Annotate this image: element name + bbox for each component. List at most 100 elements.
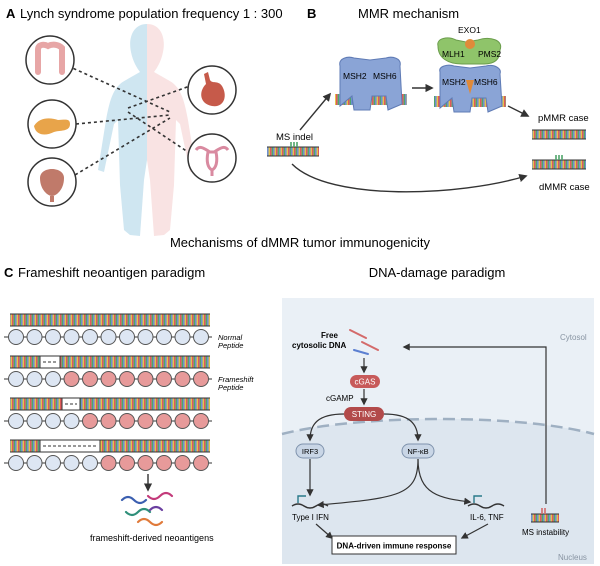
pmmr-case-label: pMMR case (538, 113, 589, 124)
peptide-bead (8, 329, 24, 345)
peptide-bead (137, 413, 154, 429)
ms-instability-feedback-arrow (402, 343, 547, 504)
peptide-bead (26, 371, 43, 387)
cgas-node (350, 375, 380, 388)
panel-b: B MMR mechanism MS indel MSH2 MSH6 EXO1 … (267, 6, 590, 193)
peptide-bead (63, 413, 80, 429)
msh2-label-2: MSH2 (442, 77, 466, 87)
mlh1-pms2-exo1-complex: EXO1 MLH1 PMS2 MSH2 MSH6 (434, 25, 506, 113)
cytosol-label: Cytosol (560, 333, 587, 342)
sting-label: STING (352, 410, 376, 419)
panel-a: A Lynch syndrome population frequency 1 … (6, 6, 283, 236)
peptide-bead (100, 371, 117, 387)
stomach-circle (187, 65, 237, 115)
peptide-bead (156, 371, 172, 387)
irf3-label: IRF3 (302, 447, 318, 456)
peptide-bead (45, 455, 61, 471)
uterus-icon (194, 145, 230, 176)
panel-c-letter: C (4, 265, 14, 280)
peptide-bead (137, 455, 154, 471)
peptide-bead (156, 413, 172, 429)
dmmr-dna (532, 160, 586, 169)
irf3-node (295, 443, 325, 459)
peptide-bead (119, 455, 135, 471)
dmmr-case-label: dMMR case (539, 182, 590, 193)
peptide-bead (193, 413, 209, 429)
neoantigen-squiggles-icon (120, 491, 174, 527)
human-silhouette-icon (98, 24, 196, 236)
peptide-bead (119, 413, 135, 429)
msh6-label-2: MSH6 (474, 77, 498, 87)
immune-response-label: DNA-driven immune response (337, 542, 452, 551)
peptide-bead (137, 329, 154, 345)
peptide-bead (137, 371, 154, 387)
peptide-bead (26, 455, 43, 471)
nucleus-label: Nucleus (558, 553, 587, 562)
normal-peptide-label-2: Peptide (218, 341, 243, 350)
peptide-bead (193, 329, 209, 345)
peptide-bead (82, 413, 98, 429)
dna-strand (10, 314, 210, 326)
peptide-bead (82, 371, 98, 387)
peptide-bead (45, 371, 61, 387)
peptide-bead (174, 329, 191, 345)
dna-strand (10, 398, 210, 410)
uterus-circle (187, 133, 237, 183)
peptide-bead (100, 455, 117, 471)
dna-damage-panel: DNA-damage paradigm Cytosol Nucleus Free… (281, 265, 595, 564)
peptide-bead (26, 413, 43, 429)
peptide-bead (100, 329, 117, 345)
immune-response-box (331, 535, 457, 555)
peptide-bead (8, 413, 24, 429)
cgamp-label: cGAMP (326, 394, 354, 403)
type-i-ifn-label: Type I IFN (292, 513, 329, 522)
free-dna-label-2: cytosolic DNA (292, 341, 346, 350)
peptide-bead (45, 329, 61, 345)
msh2-label-1: MSH2 (343, 71, 367, 81)
peptide-bead (156, 455, 172, 471)
stomach-icon (201, 72, 225, 107)
pancreas-icon (34, 118, 70, 135)
msh6-label-1: MSH6 (373, 71, 397, 81)
dna-damage-title: DNA-damage paradigm (369, 265, 506, 280)
peptide-bead (174, 413, 191, 429)
neoantigens-label: frameshift-derived neoantigens (90, 533, 214, 543)
peptide-bead (63, 371, 80, 387)
ms-instability-dna-icon (531, 508, 559, 523)
panel-b-title: MMR mechanism (358, 6, 459, 21)
peptide-bead (174, 455, 191, 471)
pmmr-dna (532, 130, 586, 139)
frameshift-peptide-label-1: Frameshift (218, 375, 254, 384)
ms-indel-dna (267, 147, 319, 156)
frameshift-peptide-label-2: Peptide (218, 383, 243, 392)
colon-icon (35, 41, 65, 75)
nfkb-label: NF-κB (407, 447, 428, 456)
peptide-bead (63, 329, 80, 345)
il6-tnf-gene-icon (467, 495, 505, 509)
panel-a-title: Lynch syndrome population frequency 1 : … (20, 6, 283, 21)
bladder-icon (40, 169, 64, 196)
pms2-label: PMS2 (478, 49, 501, 59)
panel-c-frameshift: C Frameshift neoantigen paradigm Normal … (4, 265, 254, 543)
peptide-bead (119, 371, 135, 387)
msh2-msh6-complex: MSH2 MSH6 (335, 56, 407, 111)
ms-instability-label: MS instability (522, 528, 569, 537)
peptide-bead (174, 371, 191, 387)
sting-node (344, 407, 384, 421)
peptide-bead (193, 371, 209, 387)
mlh1-label: MLH1 (442, 49, 465, 59)
frameshift-title: Frameshift neoantigen paradigm (18, 265, 205, 280)
free-dna-label-1: Free (321, 331, 338, 340)
colon-circle (25, 35, 75, 85)
peptide-bead (100, 413, 117, 429)
bladder-circle (27, 157, 77, 207)
exo1-label: EXO1 (458, 25, 481, 35)
peptide-bead (26, 329, 43, 345)
free-dna-fragments-icon (349, 329, 379, 355)
pancreas-circle (27, 99, 77, 149)
nucleus-region (282, 419, 594, 564)
peptide-bead (45, 413, 61, 429)
peptide-bead (193, 455, 209, 471)
panel-a-letter: A (6, 6, 16, 21)
